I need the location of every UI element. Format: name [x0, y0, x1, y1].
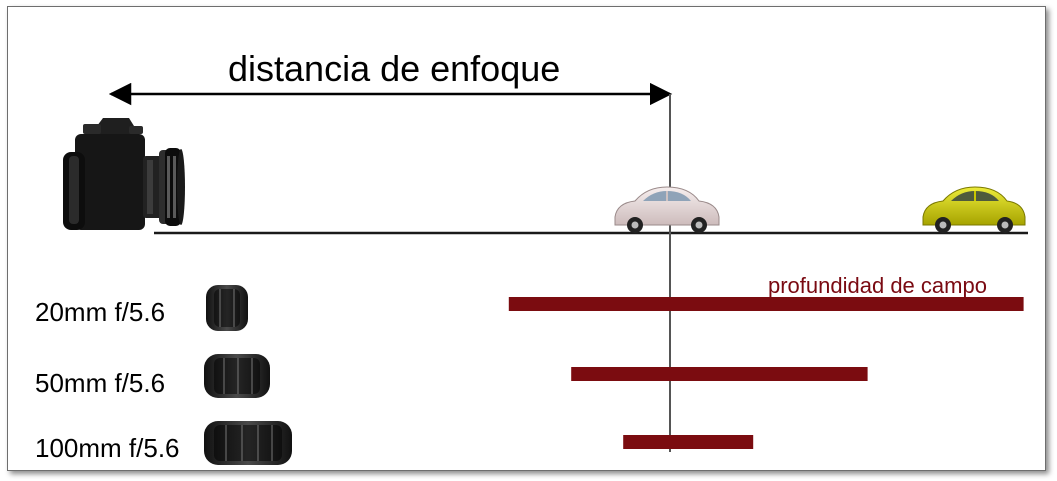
lens-icon [206, 285, 248, 331]
camera-icon [63, 118, 185, 230]
diagram-canvas [63, 82, 1028, 465]
lens-label-100mm: 100mm f/5.6 [35, 433, 180, 463]
lens-label-50mm: 50mm f/5.6 [35, 368, 166, 398]
depth-of-field-bar [508, 297, 1024, 311]
depth-of-field-bar [571, 367, 868, 381]
focus-distance-label: distancia de enfoque [228, 48, 561, 89]
depth-of-field-bars [508, 297, 1024, 449]
lens-icon [204, 354, 270, 398]
diagram-frame: distancia de enfoque profundidad de camp… [7, 6, 1046, 471]
depth-of-field-label: profundidad de campo [768, 273, 987, 298]
depth-of-field-bar [623, 435, 754, 449]
car-icon [614, 186, 720, 233]
car-icon [922, 186, 1026, 233]
lens-icon [204, 421, 292, 465]
lens-label-20mm: 20mm f/5.6 [35, 297, 166, 327]
